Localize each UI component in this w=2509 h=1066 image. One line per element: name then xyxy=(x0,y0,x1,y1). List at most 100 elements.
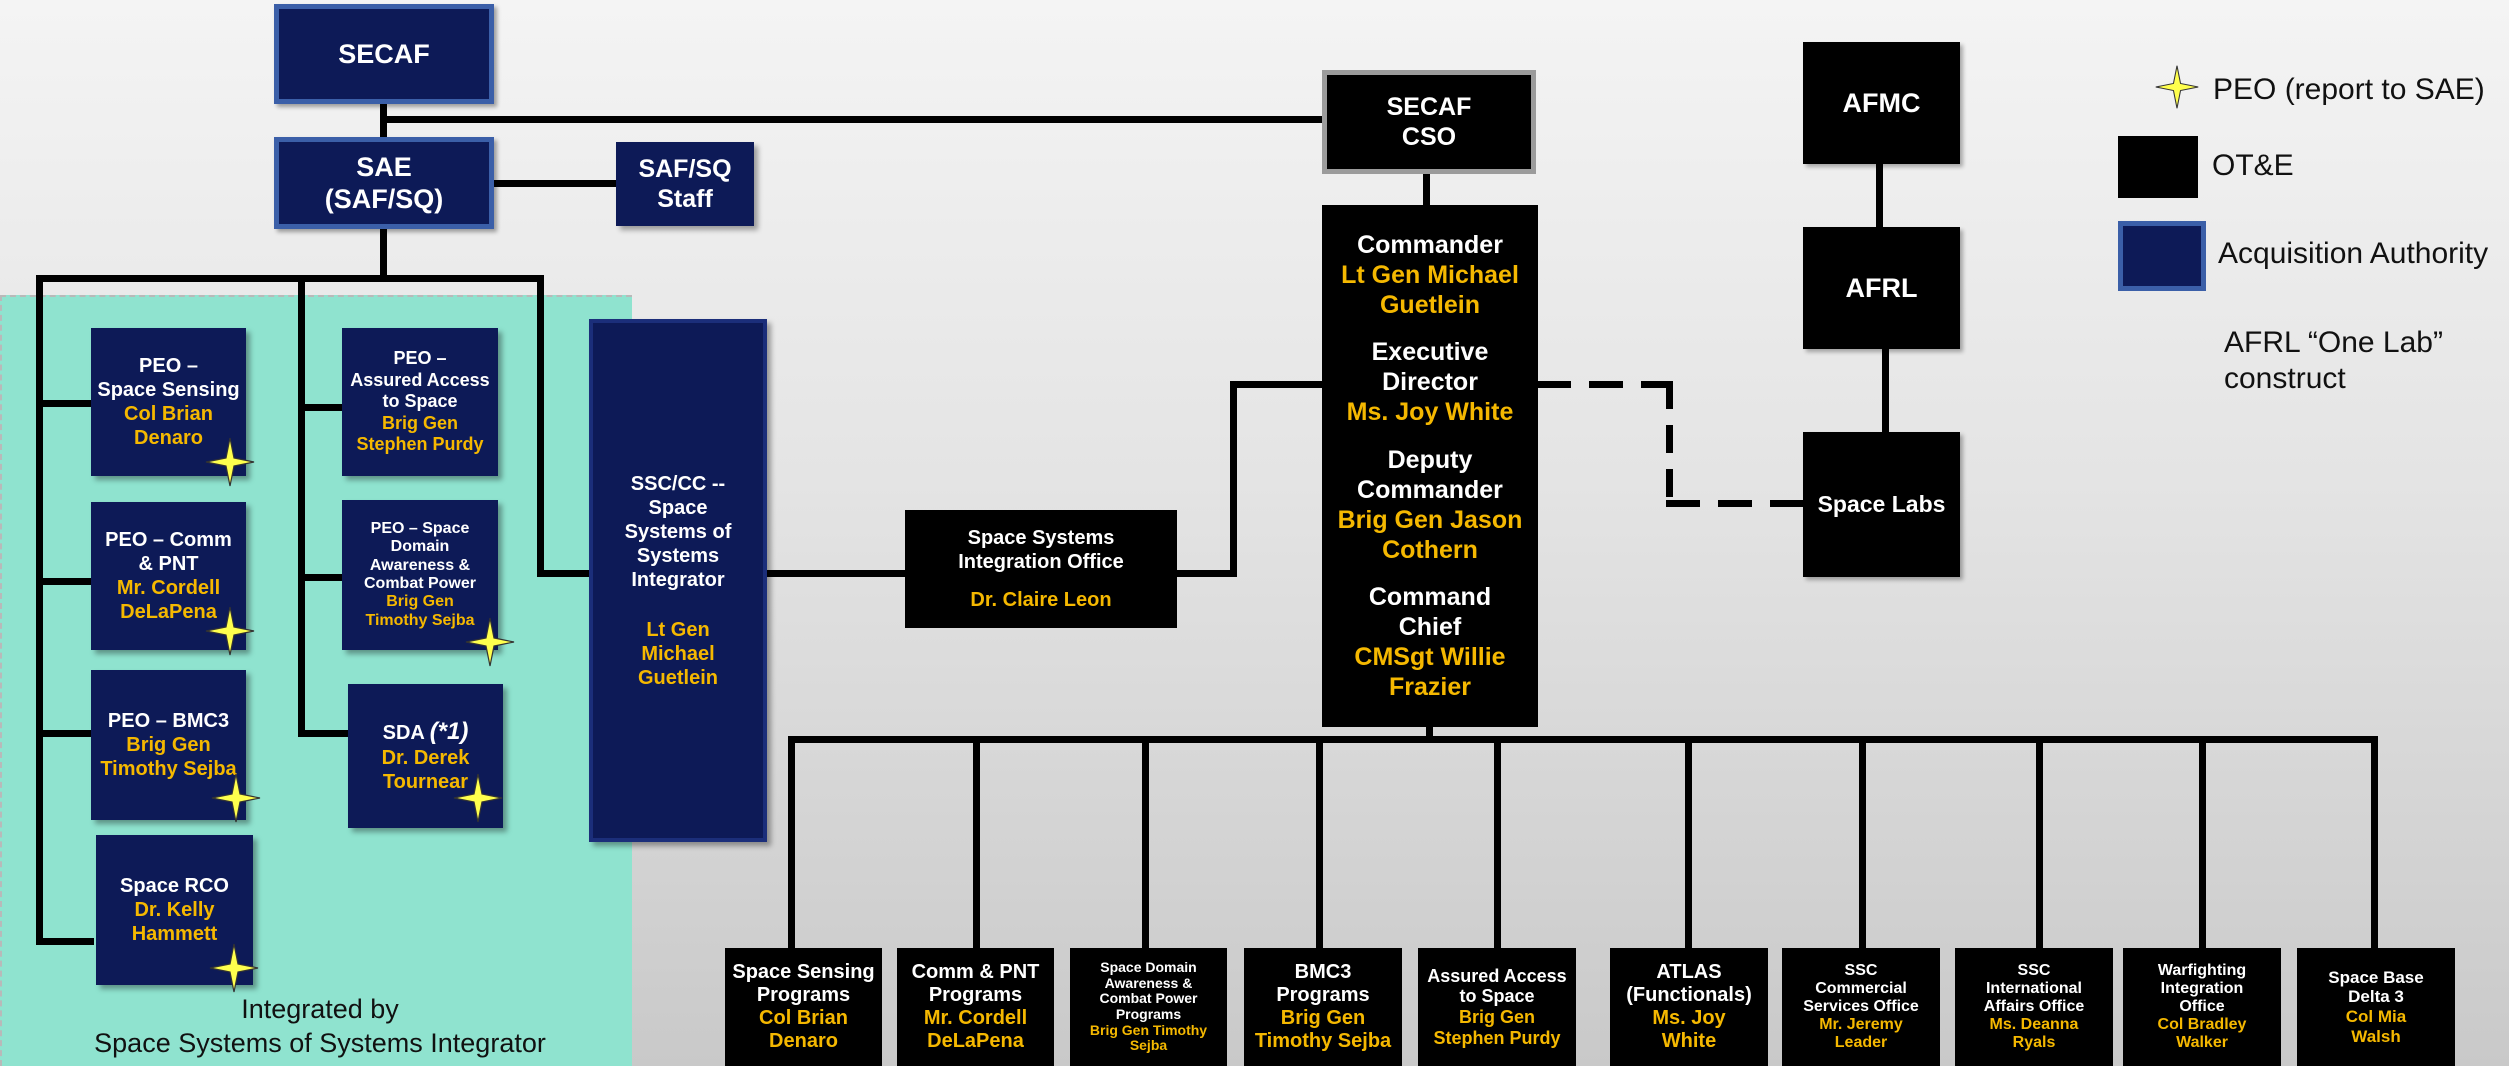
bottom-name: Brig Gen xyxy=(1458,1007,1535,1027)
bottom-title: Office xyxy=(2179,998,2225,1016)
command-box[interactable]: Commander Lt Gen Michael Guetlein Execut… xyxy=(1322,205,1538,727)
sae-sub-label: (SAF/SQ) xyxy=(324,184,444,214)
bottom-box-comm-pnt[interactable]: Comm & PNT Programs Mr. Cordell DeLaPena xyxy=(897,948,1054,1066)
bottom-box-warfighting[interactable]: Warfighting Integration Office Col Bradl… xyxy=(2123,948,2281,1066)
bottom-title: Integration xyxy=(2160,980,2244,998)
ssc-name: Lt Gen xyxy=(646,618,710,641)
dashed-connector xyxy=(1537,381,1669,388)
peo-assured-access-box[interactable]: PEO – Assured Access to Space Brig Gen S… xyxy=(342,328,498,476)
space-labs-box[interactable]: Space Labs xyxy=(1803,432,1960,577)
sae-label: SAE xyxy=(356,151,412,182)
legend-ote-label: OT&E xyxy=(2212,149,2294,182)
connector xyxy=(1876,163,1883,227)
connector xyxy=(1494,736,1501,950)
bottom-title: to Space xyxy=(1459,986,1535,1007)
commander-name: Guetlein xyxy=(1379,291,1480,320)
cc-name: CMSgt Willie xyxy=(1354,642,1506,671)
afrl-box[interactable]: AFRL xyxy=(1803,227,1960,349)
peo-comm-pnt-box[interactable]: PEO – Comm & PNT Mr. Cordell DeLaPena xyxy=(91,502,246,650)
ssc-name: Guetlein xyxy=(637,666,718,689)
bottom-name: Ms. Joy xyxy=(1652,1007,1726,1029)
command-chief-group: Command Chief CMSgt Willie Frazier xyxy=(1354,582,1505,702)
peo-space-sensing-box[interactable]: PEO – Space Sensing Col Brian Denaro xyxy=(91,328,246,476)
bottom-title: Space Base xyxy=(2328,967,2424,987)
peo-star-icon xyxy=(205,437,255,487)
peo-bmc3-box[interactable]: PEO – BMC3 Brig Gen Timothy Sejba xyxy=(91,670,246,820)
connector xyxy=(1142,736,1149,950)
connector xyxy=(298,574,342,581)
bottom-box-space-domain[interactable]: Space Domain Awareness & Combat Power Pr… xyxy=(1070,948,1227,1066)
peo-name: Brig Gen xyxy=(381,412,458,433)
safsq-staff-box[interactable]: SAF/SQ Staff xyxy=(616,142,754,226)
sda-name: Tournear xyxy=(382,771,469,794)
afrl-note-line: AFRL “One Lab” xyxy=(2224,326,2443,359)
bottom-title: Assured Access xyxy=(1427,965,1567,986)
peo-title: PEO – BMC3 xyxy=(107,710,230,732)
peo-star-icon xyxy=(211,773,261,823)
bottom-box-space-base-delta[interactable]: Space Base Delta 3 Col Mia Walsh xyxy=(2297,948,2455,1066)
secaf-box[interactable]: SECAF xyxy=(274,4,494,104)
ed-title: Director xyxy=(1382,368,1478,397)
ed-name: Ms. Joy White xyxy=(1346,398,1514,427)
connector xyxy=(1316,736,1323,950)
bottom-name: Sejba xyxy=(1129,1037,1168,1054)
peo-name: Brig Gen xyxy=(386,593,454,611)
dc-name: Cothern xyxy=(1382,535,1478,564)
bottom-box-commercial[interactable]: SSC Commercial Services Office Mr. Jerem… xyxy=(1782,948,1940,1066)
peo-name: Timothy Sejba xyxy=(100,758,237,780)
deputy-commander-group: Deputy Commander Brig Gen Jason Cothern xyxy=(1338,445,1523,565)
sae-box[interactable]: SAE (SAF/SQ) xyxy=(274,137,494,229)
connector xyxy=(36,275,43,945)
ssc-title: Space xyxy=(648,496,708,519)
connector xyxy=(1230,381,1237,577)
sda-note: (*1) xyxy=(429,717,469,745)
bottom-title: BMC3 xyxy=(1294,961,1352,983)
connector xyxy=(1426,725,1433,741)
bottom-box-bmc3[interactable]: BMC3 Programs Brig Gen Timothy Sejba xyxy=(1244,948,1402,1066)
bottom-title: Affairs Office xyxy=(1983,998,2085,1016)
bottom-title: Space Sensing xyxy=(732,961,875,983)
secaf-cso-box[interactable]: SECAF CSO xyxy=(1322,70,1536,174)
bottom-title: Services Office xyxy=(1803,998,1919,1016)
dc-title: Commander xyxy=(1357,475,1503,504)
connector xyxy=(537,275,544,577)
connector xyxy=(1882,348,1889,432)
space-rco-box[interactable]: Space RCO Dr. Kelly Hammett xyxy=(96,835,253,985)
connector xyxy=(380,116,1326,123)
legend-acq-label: Acquisition Authority xyxy=(2218,237,2489,270)
afmc-box[interactable]: AFMC xyxy=(1803,42,1960,164)
rco-name: Hammett xyxy=(131,923,218,945)
caption-line: Integrated by xyxy=(241,994,399,1024)
peo-title: PEO – xyxy=(393,348,447,369)
bottom-box-assured-access[interactable]: Assured Access to Space Brig Gen Stephen… xyxy=(1418,948,1576,1066)
bottom-name: Brig Gen xyxy=(1280,1007,1366,1029)
peo-star-icon xyxy=(209,943,259,993)
peo-star-icon xyxy=(205,606,255,656)
peo-title: Combat Power xyxy=(363,575,476,592)
ssio-box[interactable]: Space Systems Integration Office Dr. Cla… xyxy=(905,510,1177,628)
bottom-box-atlas[interactable]: ATLAS (Functionals) Ms. Joy White xyxy=(1610,948,1768,1066)
sda-label: SDA xyxy=(382,721,425,744)
rco-name: Dr. Kelly xyxy=(134,899,215,921)
ssc-title: Integrator xyxy=(631,568,725,591)
bottom-name: Col Mia xyxy=(2345,1007,2407,1026)
rco-title: Space RCO xyxy=(120,875,229,897)
dc-title: Deputy xyxy=(1387,445,1473,474)
bottom-box-international[interactable]: SSC International Affairs Office Ms. Dea… xyxy=(1955,948,2113,1066)
commander-name: Lt Gen Michael xyxy=(1341,261,1519,290)
connector xyxy=(766,570,906,577)
bottom-box-space-sensing[interactable]: Space Sensing Programs Col Brian Denaro xyxy=(725,948,882,1066)
bottom-title: Programs xyxy=(1276,984,1370,1006)
ssc-cc-box[interactable]: SSC/CC -- Space Systems of Systems Integ… xyxy=(589,319,767,842)
bottom-title: SSC xyxy=(2017,962,2051,980)
dc-name: Brig Gen Jason xyxy=(1337,505,1523,534)
connector xyxy=(36,730,94,737)
space-labs-label: Space Labs xyxy=(1817,490,1946,517)
peo-space-domain-box[interactable]: PEO – Space Domain Awareness & Combat Po… xyxy=(342,500,498,650)
integrated-by-caption: Integrated by Space Systems of Systems I… xyxy=(60,993,580,1061)
bottom-name: Brig Gen Timothy xyxy=(1089,1021,1208,1038)
connector xyxy=(1230,381,1322,388)
bottom-title: ATLAS xyxy=(1656,961,1722,983)
secaf-cso-label1: SECAF xyxy=(1386,93,1472,121)
legend-acq-swatch xyxy=(2118,221,2206,291)
